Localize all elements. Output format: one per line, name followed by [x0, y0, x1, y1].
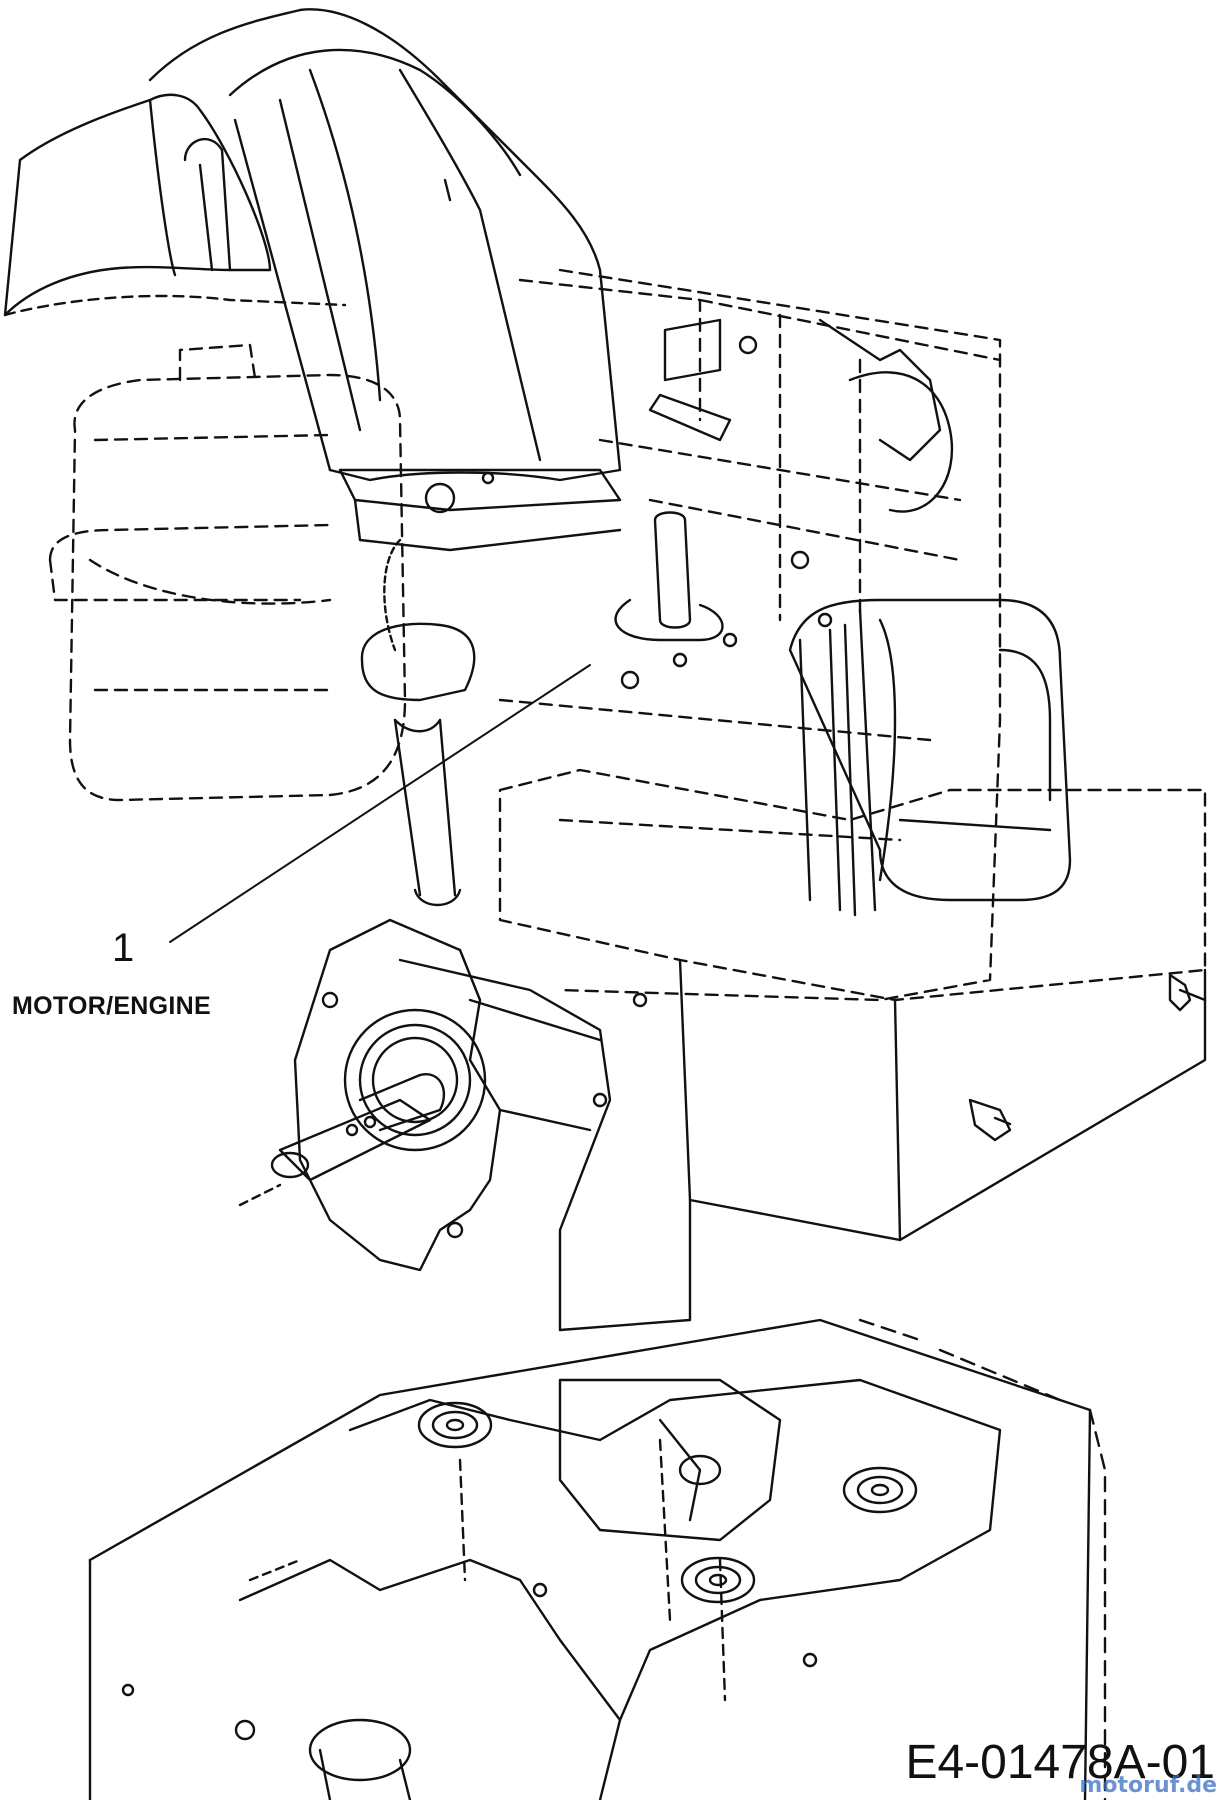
fan-shroud [3, 8, 622, 552]
callout-label: MOTOR/ENGINE [12, 992, 211, 1020]
muffler [788, 598, 1072, 917]
crankshaft [238, 1073, 446, 1207]
drawing-id: E4-01478A-01 [905, 1736, 1215, 1789]
fuel-tank [48, 343, 407, 802]
dipstick-tube [360, 538, 476, 907]
screw-center [968, 1098, 1012, 1142]
leader-line [169, 664, 591, 943]
watermark: motoruf.de [1079, 1773, 1217, 1798]
screw-right [1168, 973, 1207, 1012]
base-plate [88, 1318, 1107, 1800]
callout-number: 1 [112, 926, 135, 970]
engine-block [498, 268, 1207, 1242]
